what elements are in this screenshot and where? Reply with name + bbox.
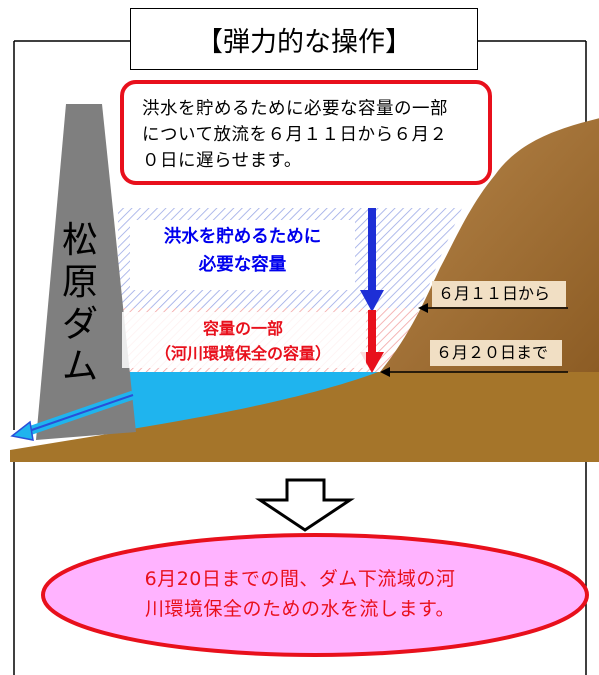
- dam-body: [36, 104, 136, 440]
- flood-zone-label-bg: [130, 220, 355, 290]
- until-date-tag: ６月２０日まで: [430, 340, 562, 366]
- hollow-down-arrow: [255, 478, 355, 532]
- reservoir-water: [125, 372, 378, 430]
- dam-name-char: ダ: [61, 304, 98, 345]
- message-ellipse: [41, 533, 589, 657]
- ground: [10, 372, 599, 462]
- delay-callout: 洪水を貯めるために必要な容量の一部 について放流を６月１１日から６月２ ０日に遅…: [120, 80, 492, 185]
- callout-line: ０日に遅らせます。: [142, 151, 302, 171]
- flood-capacity-line: 洪水を貯めるために: [163, 227, 322, 247]
- diagram-title: 【弾力的な操作】: [130, 8, 478, 70]
- dam-name-label: 松 原 ダ ム: [58, 220, 102, 388]
- dam-name-char: ム: [61, 346, 98, 387]
- partial-capacity-line: （河川環境保全の容量）: [154, 344, 331, 363]
- dam-name-char: 松: [61, 220, 98, 261]
- bottom-message: 6月20日までの間、ダム下流域の河 川環境保全のための水を流します。: [100, 564, 500, 624]
- callout-line: 洪水を貯めるために必要な容量の一部: [142, 99, 448, 119]
- blue-down-arrow: [360, 208, 384, 312]
- bottom-message-line: 川環境保全のための水を流します。: [144, 598, 456, 620]
- dam-name-char: 原: [61, 262, 98, 303]
- flood-capacity-line: 必要な容量: [198, 255, 287, 275]
- callout-line: について放流を６月１１日から６月２: [142, 125, 448, 145]
- flood-capacity-label: 洪水を貯めるために 必要な容量: [130, 223, 355, 279]
- bottom-message-line: 6月20日までの間、ダム下流域の河: [144, 568, 456, 590]
- partial-capacity-line: 容量の一部: [202, 319, 283, 338]
- level-pointer-arrows: [380, 303, 568, 377]
- outflow-arrow: [10, 390, 135, 441]
- part-zone-label-bg: [122, 312, 366, 368]
- from-date-tag: ６月１１日から: [432, 281, 566, 307]
- partial-capacity-label: 容量の一部 （河川環境保全の容量）: [118, 316, 368, 366]
